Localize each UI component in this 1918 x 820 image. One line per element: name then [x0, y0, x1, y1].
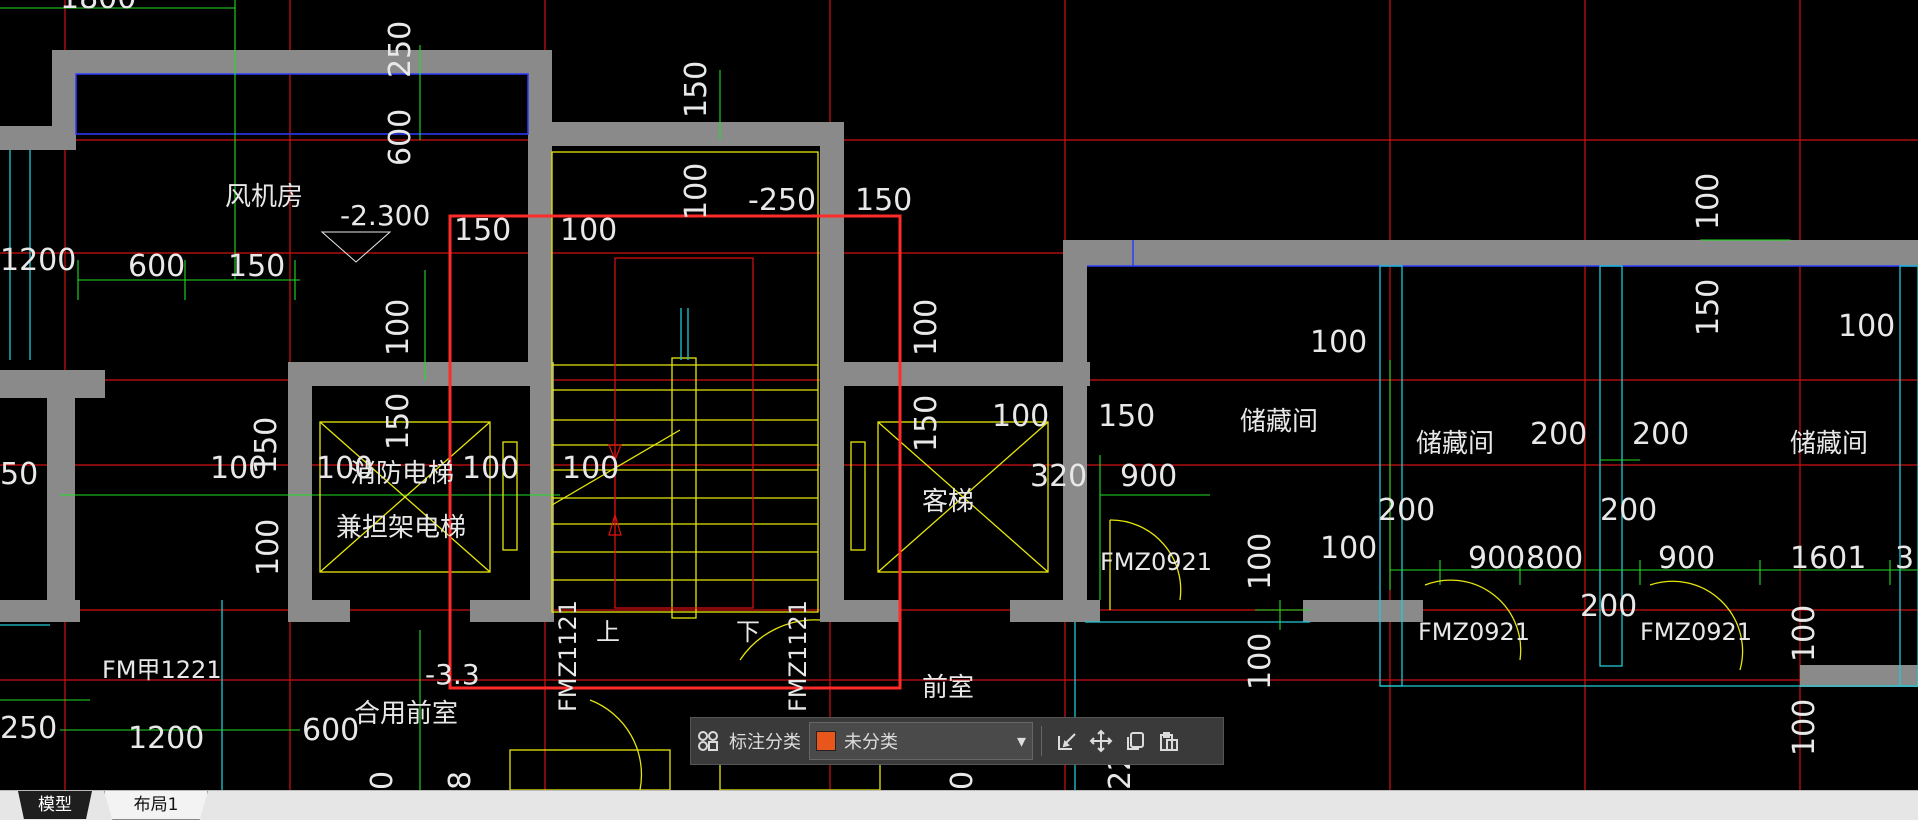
dim-text: 100: [1787, 699, 1822, 756]
elevation-triangle: [320, 231, 392, 263]
dim-text: 100: [381, 299, 416, 356]
stair-label-down: 下: [736, 618, 760, 646]
door-tag: FMZ0921: [1640, 618, 1752, 646]
walls: [0, 50, 1918, 687]
door-tag-vertical: FMZ1121: [784, 600, 812, 712]
stair-rail: [680, 308, 689, 360]
dim-text: 100: [210, 451, 267, 486]
tab-layout1[interactable]: 布局1: [104, 791, 208, 820]
dim-text: 250: [383, 21, 418, 78]
dim-text: 320: [1030, 459, 1087, 494]
door-tag-vertical: FMZ1121: [554, 600, 582, 712]
dim-text: 150: [1098, 399, 1155, 434]
dim-text: 150: [454, 213, 511, 248]
category-label: 标注分类: [729, 732, 801, 753]
dim-text: 600: [128, 249, 185, 284]
toolbar-divider: [1041, 726, 1042, 756]
room-label-storage-1: 储藏间: [1240, 407, 1318, 437]
room-label-passenger-elevator: 客梯: [922, 487, 974, 517]
dim-text: 1200: [128, 721, 204, 756]
copy-icon[interactable]: [1118, 724, 1152, 758]
room-label-fire-elevator: 消防电梯: [350, 459, 454, 489]
dim-text: 100: [1243, 633, 1278, 690]
dim-text: 600: [383, 109, 418, 166]
category-color-swatch: [816, 731, 836, 751]
move-icon[interactable]: [1084, 724, 1118, 758]
dim-text: 600: [302, 713, 359, 748]
dim-text: 200: [1632, 417, 1689, 452]
dim-text: 100: [1691, 173, 1726, 230]
dim-text: 150: [381, 393, 416, 450]
dim-text: 100: [1787, 605, 1822, 662]
category-dropdown[interactable]: 未分类 ▾: [809, 722, 1033, 760]
dim-text: 150: [679, 61, 714, 118]
dim-text: 1601: [1790, 541, 1866, 576]
dim-text: 150: [228, 249, 285, 284]
cad-drawing-canvas[interactable]: 风机房 消防电梯 兼担架电梯 客梯 储藏间 储藏间 储藏间 合用前室 前室 上 …: [0, 0, 1918, 791]
room-label-fan-room: 风机房: [225, 182, 303, 212]
dim-text: 100: [316, 451, 373, 486]
caret-down-icon: ▾: [1016, 730, 1026, 752]
room-label-storage-2: 储藏间: [1416, 429, 1494, 459]
dim-text: 1800: [60, 0, 136, 16]
room-label-stretcher-elevator: 兼担架电梯: [336, 513, 466, 543]
door-tag: FM甲1221: [102, 656, 222, 684]
dim-text: 900: [1468, 541, 1525, 576]
inner-wall-lines: [75, 73, 1918, 267]
dim-text: 100: [251, 519, 286, 576]
dimension-lines: [0, 0, 1918, 790]
dim-text: 100: [1310, 325, 1367, 360]
dim-text: 200: [1600, 493, 1657, 528]
door-tag: FMZ0921: [1418, 618, 1530, 646]
dim-text: 0: [945, 771, 980, 790]
dim-text: 8: [443, 771, 478, 790]
selection-box[interactable]: [448, 214, 902, 690]
dim-text: 100: [1243, 533, 1278, 590]
dim-text: 800: [1526, 541, 1583, 576]
layout-tab-bar: 模型 布局1: [0, 790, 1918, 820]
tab-model[interactable]: 模型: [18, 791, 92, 819]
dim-text: 100: [562, 451, 619, 486]
dim-text: 100: [992, 399, 1049, 434]
elevation-mark: -2.300: [340, 199, 430, 232]
elevation-mark: -3.3: [425, 658, 480, 691]
dim-text: 150: [909, 395, 944, 452]
axis-grid-lines: [0, 0, 1918, 790]
dim-text: 100: [1838, 309, 1895, 344]
dim-text: 100: [909, 299, 944, 356]
paste-icon[interactable]: [1152, 724, 1186, 758]
stair-arrow: [608, 257, 754, 609]
dim-text: 150: [1691, 279, 1726, 336]
dim-text: 100: [1320, 531, 1377, 566]
edit-icon[interactable]: [1050, 724, 1084, 758]
dim-text: 150: [249, 417, 284, 474]
dim-text: 200: [1378, 493, 1435, 528]
room-label-front-room: 前室: [922, 673, 974, 703]
room-label-shared-lobby: 合用前室: [354, 699, 458, 729]
dim-text: 900: [1120, 459, 1177, 494]
annotation-toolbar: 标注分类 未分类 ▾: [690, 717, 1224, 765]
dim-text: 100: [462, 451, 519, 486]
dim-text: 100: [560, 213, 617, 248]
dim-text: 200: [1530, 417, 1587, 452]
dim-text: 900: [1658, 541, 1715, 576]
dim-text: -250: [748, 183, 816, 218]
dim-text: 0: [365, 771, 400, 790]
dim-text: 250: [0, 711, 57, 746]
door-tag: FMZ0921: [1100, 548, 1212, 576]
dim-text: 100: [679, 163, 714, 220]
dim-text: 50: [0, 457, 38, 492]
stair-label-up: 上: [596, 618, 620, 646]
dim-text: 3: [1895, 541, 1914, 576]
category-value: 未分类: [844, 732, 898, 753]
dim-text: 200: [1580, 589, 1637, 624]
room-label-storage-3: 储藏间: [1790, 429, 1868, 459]
dim-text: 150: [855, 183, 912, 218]
grid-icon[interactable]: [691, 724, 725, 758]
dim-text: 1200: [0, 243, 76, 278]
